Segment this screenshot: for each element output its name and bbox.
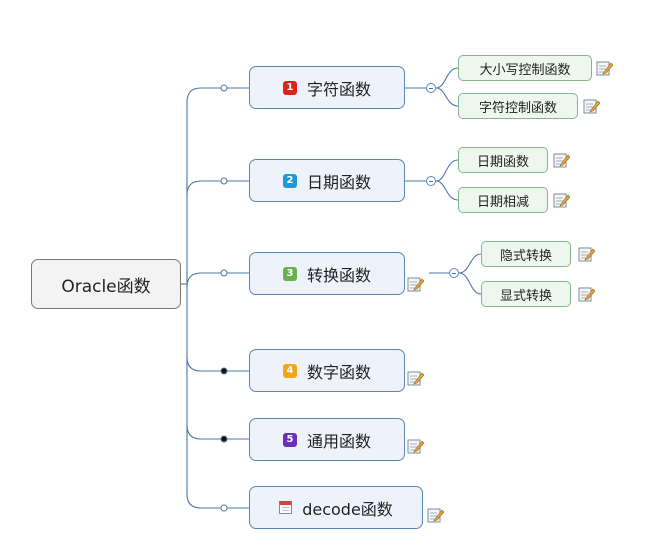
topic-label: 数字函数 — [306, 362, 371, 382]
topic-general-functions[interactable]: 5 通用函数 — [249, 418, 405, 461]
topic-label: 转换函数 — [306, 265, 371, 285]
collapse-toggle-icon[interactable] — [426, 83, 436, 93]
connector-sub-2-1 — [435, 159, 459, 182]
priority-4-icon: 4 — [282, 363, 297, 378]
topic-label: 通用函数 — [306, 431, 371, 451]
subtopic-label: 字符控制函数 — [478, 100, 557, 116]
topic-string-functions[interactable]: 1 字符函数 — [249, 66, 405, 109]
topic-label: 日期函数 — [306, 172, 371, 192]
connector-topic-5 — [186, 424, 249, 440]
connector-topic-4 — [186, 356, 249, 372]
note-icon[interactable] — [407, 438, 424, 454]
priority-5-icon: 5 — [282, 432, 297, 447]
connector-sub-3-2 — [458, 272, 482, 295]
subtopic-label: 日期相减 — [476, 194, 529, 210]
connector-filled-dot-5 — [220, 435, 228, 443]
collapse-toggle-icon[interactable] — [449, 268, 459, 278]
connector-sub-1-1 — [435, 67, 459, 89]
topic-conversion-functions[interactable]: 3 转换函数 — [249, 252, 405, 295]
topic-label: decode函数 — [302, 499, 393, 519]
connector-filled-dot-4 — [220, 367, 228, 375]
priority-2-icon: 2 — [282, 173, 297, 188]
note-icon[interactable] — [553, 192, 570, 208]
topic-date-functions[interactable]: 2 日期函数 — [249, 159, 405, 202]
note-icon[interactable] — [578, 246, 595, 262]
subtopic-label: 大小写控制函数 — [479, 62, 571, 78]
subtopic-case-control[interactable]: 大小写控制函数 — [458, 55, 592, 81]
connector-open-dot-2 — [220, 177, 228, 185]
connector-open-dot-3 — [220, 269, 228, 277]
note-icon[interactable] — [578, 286, 595, 302]
subtopic-label: 日期函数 — [476, 154, 529, 170]
subtopic-char-control[interactable]: 字符控制函数 — [458, 93, 578, 119]
subtopic-date-function[interactable]: 日期函数 — [458, 147, 548, 173]
connector-topic-3 — [186, 272, 249, 288]
root-topic-label: Oracle函数 — [61, 276, 151, 297]
note-icon[interactable] — [407, 370, 424, 386]
connector-open-dot-6 — [220, 504, 228, 512]
topic-label: 字符函数 — [306, 79, 371, 99]
note-icon[interactable] — [553, 152, 570, 168]
note-icon[interactable] — [596, 60, 613, 76]
subtopic-label: 隐式转换 — [499, 248, 552, 264]
priority-3-icon: 3 — [282, 266, 297, 281]
connector-topic-6 — [186, 493, 249, 509]
note-icon[interactable] — [427, 507, 444, 523]
connector-topic-2 — [186, 180, 249, 196]
connector-sub-1-2 — [435, 87, 459, 107]
subtopic-explicit-conversion[interactable]: 显式转换 — [481, 281, 571, 307]
subtopic-label: 显式转换 — [499, 288, 552, 304]
note-icon[interactable] — [583, 98, 600, 114]
topic-number-functions[interactable]: 4 数字函数 — [249, 349, 405, 392]
note-icon[interactable] — [407, 276, 424, 292]
topic-decode-function[interactable]: decode函数 — [249, 486, 423, 529]
priority-1-icon: 1 — [282, 80, 297, 95]
collapse-toggle-icon[interactable] — [426, 176, 436, 186]
subtopic-implicit-conversion[interactable]: 隐式转换 — [481, 241, 571, 267]
subtopic-date-subtract[interactable]: 日期相减 — [458, 187, 548, 213]
calendar-icon — [279, 501, 293, 514]
connector-sub-2-2 — [435, 180, 459, 201]
root-topic[interactable]: Oracle函数 — [31, 259, 181, 309]
connector-open-dot-1 — [220, 84, 228, 92]
connector-sub-3-1 — [458, 253, 482, 274]
connector-topic-1 — [186, 87, 249, 103]
